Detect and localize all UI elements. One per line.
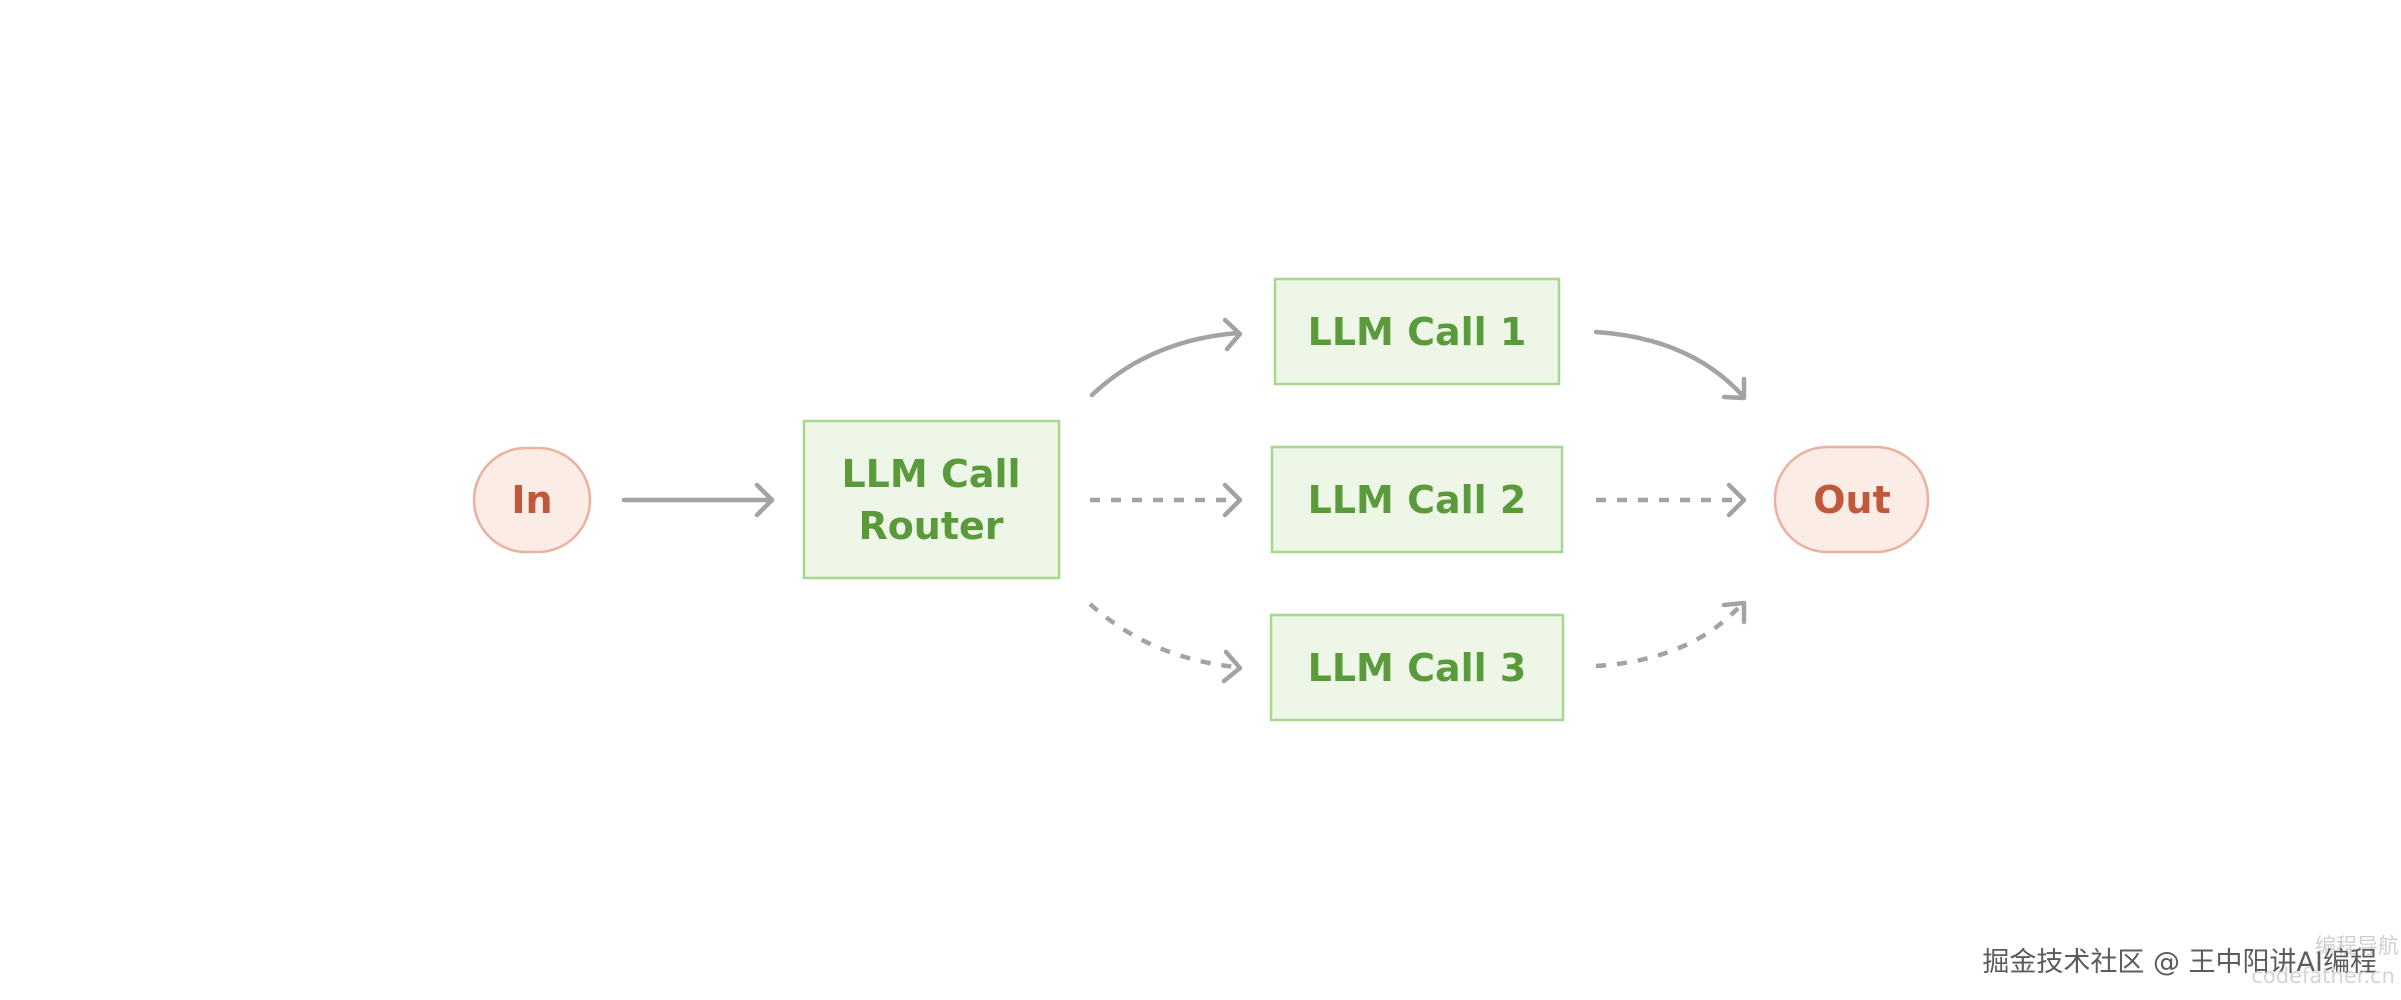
router-node: LLM Call Router bbox=[802, 419, 1061, 580]
router-node-shape bbox=[802, 419, 1061, 580]
arrow-call-2-to-out bbox=[1596, 482, 1747, 518]
llm-call-3-label: LLM Call 3 bbox=[1308, 646, 1527, 690]
input-node-label: In bbox=[511, 478, 552, 522]
output-node: Out bbox=[1773, 445, 1930, 554]
arrow-call-1-to-out bbox=[1593, 329, 1747, 401]
router-node-label-line1: LLM Call bbox=[841, 452, 1020, 496]
llm-call-2-shape bbox=[1270, 445, 1564, 554]
watermark-faint-top: 编程导航 bbox=[2315, 934, 2399, 958]
llm-call-1-node: LLM Call 1 bbox=[1273, 277, 1561, 386]
output-node-label: Out bbox=[1813, 478, 1891, 522]
output-node-shape bbox=[1773, 445, 1930, 554]
arrow-in-to-router bbox=[621, 482, 775, 518]
input-node: In bbox=[472, 446, 592, 554]
arrow-router-to-call-2 bbox=[1090, 482, 1243, 518]
input-node-shape bbox=[472, 446, 592, 554]
watermark-faint-bottom: codefather.cn bbox=[2251, 964, 2395, 988]
arrow-router-to-call-3 bbox=[1088, 602, 1243, 684]
arrow-call-3-to-out bbox=[1595, 600, 1747, 669]
watermark-main: 掘金技术社区 @ 王中阳讲AI编程 bbox=[1982, 947, 2377, 978]
arrow-router-to-call-1 bbox=[1089, 317, 1243, 398]
router-node-label-line2: Router bbox=[858, 504, 1003, 548]
llm-call-1-shape bbox=[1273, 277, 1561, 386]
llm-call-2-node: LLM Call 2 bbox=[1270, 445, 1564, 554]
llm-call-1-label: LLM Call 1 bbox=[1308, 310, 1527, 354]
llm-call-3-node: LLM Call 3 bbox=[1269, 613, 1565, 722]
llm-call-3-shape bbox=[1269, 613, 1565, 722]
llm-call-2-label: LLM Call 2 bbox=[1308, 478, 1527, 522]
